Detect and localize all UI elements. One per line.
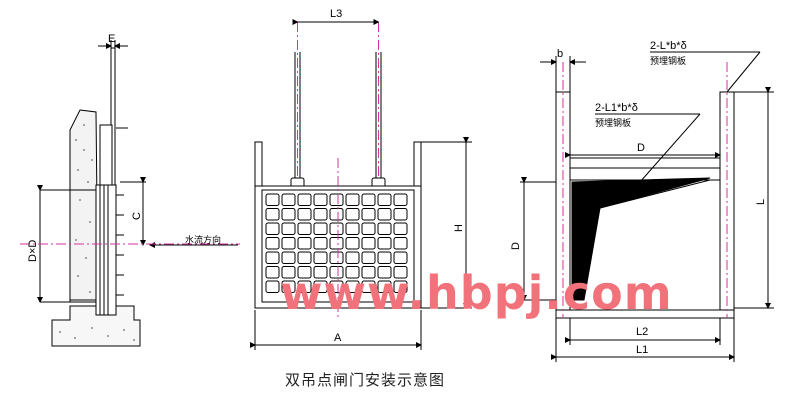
grid-cell	[297, 208, 312, 221]
side-view	[20, 40, 240, 347]
grid-cell	[297, 237, 312, 250]
grid-cell	[377, 208, 392, 221]
label-L1: L1	[636, 344, 648, 356]
grid-cell	[377, 280, 392, 293]
grid-cell	[361, 266, 376, 279]
grid-cell	[377, 251, 392, 264]
label-plate-top: 2-L*b*δ	[650, 40, 687, 52]
front-stems	[294, 22, 382, 180]
grid-cell	[281, 280, 296, 293]
grid-cell	[345, 266, 360, 279]
grid-cell	[281, 251, 296, 264]
bottom-sill	[555, 309, 735, 319]
grid-cell	[265, 222, 280, 235]
floor-hatch	[59, 327, 135, 341]
grid-cell	[377, 237, 392, 250]
grid-cell	[281, 266, 296, 279]
label-C: C	[131, 212, 143, 220]
grid-cell	[361, 237, 376, 250]
gate-frame	[95, 184, 117, 316]
grid-cell	[281, 193, 296, 206]
grid-cell	[313, 280, 328, 293]
label-D-side: D	[510, 242, 522, 250]
grid-cell	[313, 222, 328, 235]
right-post	[413, 141, 422, 188]
grid-cell	[313, 266, 328, 279]
front-view	[250, 19, 472, 350]
label-L: L	[755, 199, 767, 205]
gate-ribs	[116, 194, 124, 296]
grid-cell	[329, 208, 344, 221]
gate-grid	[265, 193, 408, 293]
grid-cell	[361, 280, 376, 293]
label-plate-top-cn: 预埋钢板	[650, 55, 686, 67]
lift-stem	[110, 47, 116, 186]
gate-body	[571, 177, 711, 301]
grid-cell	[265, 208, 280, 221]
label-E: E	[108, 33, 115, 45]
grid-cell	[393, 222, 408, 235]
grid-cell	[297, 266, 312, 279]
grid-cell	[313, 208, 328, 221]
grid-cell	[329, 237, 344, 250]
grid-cell	[361, 251, 376, 264]
label-A: A	[334, 332, 342, 344]
grid-cell	[393, 193, 408, 206]
grid-cell	[345, 251, 360, 264]
label-H: H	[453, 224, 465, 232]
grid-cell	[345, 280, 360, 293]
install-view	[520, 51, 774, 362]
grid-cell	[297, 251, 312, 264]
grid-cell	[297, 222, 312, 235]
grid-cell	[393, 251, 408, 264]
grid-cell	[393, 266, 408, 279]
concrete-wall	[69, 109, 99, 301]
grid-cell	[361, 222, 376, 235]
grid-cell	[329, 266, 344, 279]
grid-cell	[265, 193, 280, 206]
grid-cell	[329, 280, 344, 293]
grid-cell	[393, 237, 408, 250]
label-DxD: D×D	[27, 240, 39, 262]
grid-cell	[265, 251, 280, 264]
grid-cell	[281, 222, 296, 235]
concrete-hatch	[75, 124, 93, 293]
grid-cell	[265, 237, 280, 250]
grid-cell	[377, 222, 392, 235]
grid-cell	[361, 208, 376, 221]
label-b: b	[557, 48, 563, 60]
grid-cell	[361, 193, 376, 206]
label-plate-mid: 2-L1*b*δ	[595, 102, 638, 114]
grid-cell	[313, 251, 328, 264]
grid-cell	[281, 208, 296, 221]
grid-cell	[329, 193, 344, 206]
grid-cell	[265, 280, 280, 293]
grid-cell	[297, 280, 312, 293]
grid-cell	[329, 222, 344, 235]
grid-cell	[265, 266, 280, 279]
grid-cell	[313, 237, 328, 250]
left-post	[254, 141, 263, 188]
label-D-top: D	[637, 142, 645, 154]
grid-cell	[393, 280, 408, 293]
grid-cell	[329, 251, 344, 264]
grid-cell	[393, 208, 408, 221]
drawing-caption: 双吊点闸门安装示意图	[285, 371, 446, 389]
grid-cell	[377, 266, 392, 279]
grid-cell	[345, 208, 360, 221]
grid-cell	[377, 193, 392, 206]
grid-cell	[345, 222, 360, 235]
grid-cell	[345, 237, 360, 250]
watermark: www.hbpj.com	[280, 266, 673, 320]
grid-cell	[297, 193, 312, 206]
label-L3: L3	[330, 8, 342, 20]
grid-cell	[281, 237, 296, 250]
floor-slab	[51, 305, 141, 347]
label-L2: L2	[636, 326, 648, 338]
label-plate-mid-cn: 预埋钢板	[595, 117, 631, 129]
grid-cell	[313, 193, 328, 206]
flow-direction-label: 水流方向	[185, 234, 221, 246]
grid-cell	[345, 193, 360, 206]
